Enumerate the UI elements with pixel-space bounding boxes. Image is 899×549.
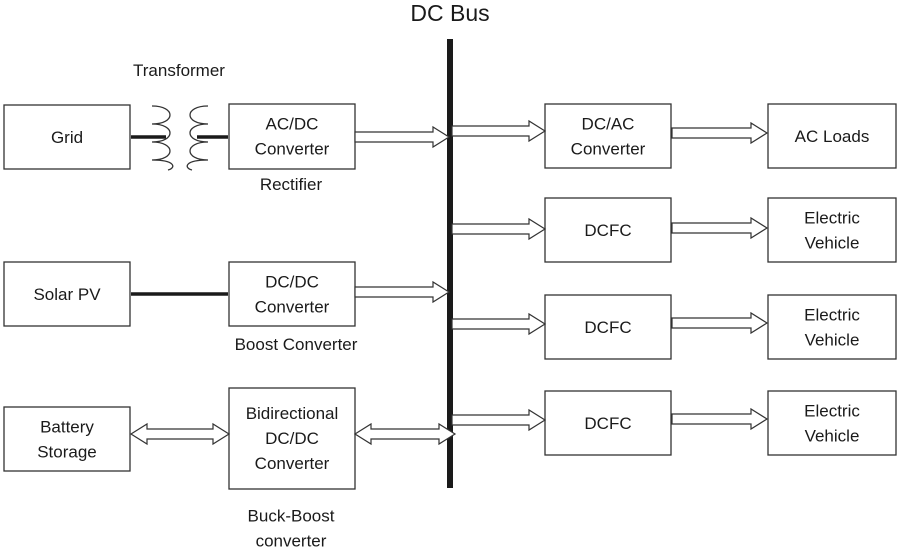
electric-vehicle-block-2 (767, 294, 897, 360)
label-line: Grid (51, 128, 83, 147)
label-line: Bidirectional (246, 404, 339, 423)
label-line: DC/DC (265, 273, 319, 292)
label-line: Electric (804, 402, 860, 421)
label-line: Converter (571, 140, 646, 159)
dc-ac-converter-block (544, 103, 672, 169)
label-line: Buck-Boost (248, 507, 335, 526)
acdc-to-bus-arrow (354, 125, 451, 149)
bus-to-dcac-arrow (451, 119, 547, 143)
label-line: DC/AC (582, 115, 635, 134)
dc-dc-converter-label: DC/DC Converter (255, 273, 330, 317)
battery-storage-block (3, 406, 131, 472)
label-line: DC/DC (265, 429, 319, 448)
electric-vehicle-block-3 (767, 390, 897, 456)
label-line: converter (256, 532, 327, 549)
boost-converter-caption: Boost Converter (235, 335, 358, 354)
dcfc-block-1 (544, 197, 672, 263)
label-line: Converter (255, 298, 330, 317)
dcfc-label-2: DCFC (584, 318, 631, 337)
label-line: DCFC (584, 318, 631, 337)
dc-dc-converter-block (228, 261, 356, 327)
rectifier-caption: Rectifier (260, 175, 323, 194)
label-line: Converter (255, 140, 330, 159)
dcdc-to-bus-arrow (354, 280, 451, 304)
label-line: Converter (255, 454, 330, 473)
label-line: Rectifier (260, 175, 323, 194)
buck-boost-caption: Buck-Boost converter (248, 507, 335, 549)
label-line: Boost Converter (235, 335, 358, 354)
label-line: DCFC (584, 414, 631, 433)
bidirectional-converter-block (228, 387, 356, 490)
dc-bus-title: DC Bus (410, 0, 489, 26)
label-line: Electric (804, 306, 860, 325)
electric-vehicle-block-1 (767, 197, 897, 263)
label-line: Battery (40, 418, 94, 437)
dcfc3-to-ev3-arrow (671, 407, 769, 431)
dcfc-block-3 (544, 390, 672, 456)
ac-dc-converter-label: AC/DC Converter (255, 115, 330, 159)
label-line: DCFC (584, 221, 631, 240)
dc-ac-converter-label: DC/AC Converter (571, 115, 646, 159)
power-flow-arrows (129, 119, 769, 446)
grid-label: Grid (51, 128, 83, 147)
label-line: AC Loads (795, 127, 870, 146)
solar-pv-block (3, 261, 131, 327)
label-line: AC/DC (266, 115, 319, 134)
dcac-to-acloads-arrow (671, 121, 769, 145)
ac-dc-converter-block (228, 103, 356, 170)
dcfc-label-1: DCFC (584, 221, 631, 240)
label-line: Vehicle (805, 234, 860, 253)
label-line: Solar PV (33, 285, 101, 304)
label-line: Vehicle (805, 427, 860, 446)
dcfc1-to-ev1-arrow (671, 216, 769, 240)
bus-to-dcfc2-arrow (451, 312, 547, 336)
transformer-icon (131, 105, 228, 171)
transformer-caption: Transformer (133, 61, 225, 80)
grid-block (3, 104, 131, 170)
bus-to-dcfc3-arrow (451, 408, 547, 432)
ac-loads-label: AC Loads (795, 127, 870, 146)
solar-pv-label: Solar PV (33, 285, 101, 304)
bus-to-dcfc1-arrow (451, 217, 547, 241)
label-line: Vehicle (805, 331, 860, 350)
label-line: Electric (804, 209, 860, 228)
dcfc-label-3: DCFC (584, 414, 631, 433)
bidir-bus-arrow (353, 422, 457, 446)
battery-bidir-arrow (129, 422, 231, 446)
dcfc-block-2 (544, 294, 672, 360)
dcfc2-to-ev2-arrow (671, 311, 769, 335)
label-line: Storage (37, 443, 97, 462)
ac-loads-block (767, 103, 897, 169)
